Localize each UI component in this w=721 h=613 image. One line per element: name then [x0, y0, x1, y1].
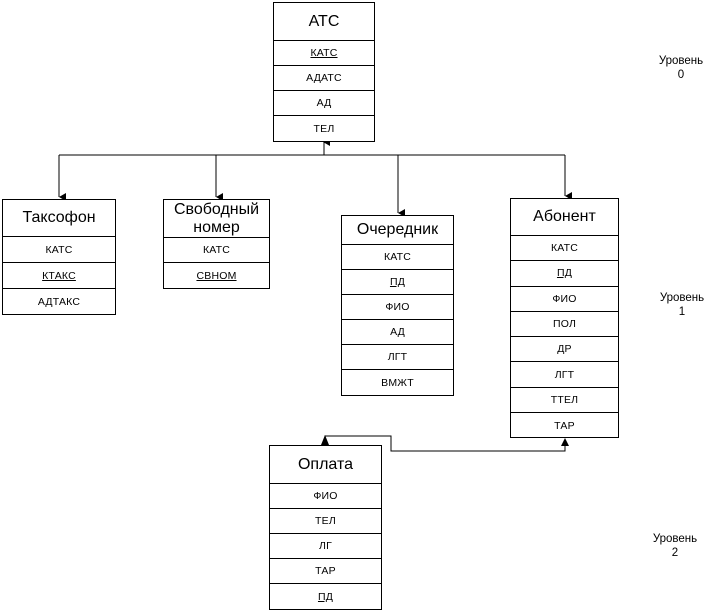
attribute-пол: ПОЛ	[511, 312, 618, 338]
attribute-свном: СВНОМ	[196, 269, 237, 282]
attribute-тар: ТАР	[270, 559, 381, 584]
attribute-катс: КАТС	[164, 238, 269, 263]
attribute-адатс: АДАТС	[274, 66, 374, 91]
attribute-ад: АД	[342, 320, 453, 345]
attribute-пд: ПД	[317, 590, 334, 603]
level-1-label: Уровень 1	[659, 292, 705, 318]
attribute-др: ДР	[511, 337, 618, 363]
entity-title: Таксофон	[3, 200, 115, 237]
entity-title: АТС	[274, 3, 374, 41]
attribute-лг: ЛГ	[270, 534, 381, 559]
attribute-фио: ФИО	[511, 287, 618, 312]
level-2-label: Уровень 2	[652, 533, 698, 559]
attribute-катс: КАТС	[511, 236, 618, 262]
attribute-пд: ПД	[511, 261, 618, 287]
attribute-тар: ТАР	[554, 419, 575, 432]
entity-title: Оплата	[270, 446, 381, 484]
attribute-катс: КАТС	[274, 41, 374, 66]
attribute-ттел: ТТЕЛ	[511, 388, 618, 414]
entity-title: Очередник	[342, 216, 453, 245]
attribute-катс: КАТС	[3, 237, 115, 263]
attribute-фио: ФИО	[270, 484, 381, 509]
attribute-лгт: ЛГТ	[511, 362, 618, 388]
entity-title: Абонент	[511, 199, 618, 236]
attribute-фио: ФИО	[342, 295, 453, 320]
attribute-ктакс: КТАКС	[3, 263, 115, 289]
entity-free-number: Свободный номер КАТС СВНОМ	[163, 199, 270, 289]
attribute-лгт: ЛГТ	[342, 345, 453, 370]
attribute-ад: АД	[274, 91, 374, 116]
attribute-тел: ТЕЛ	[313, 122, 335, 135]
level-0-label: Уровень 0	[658, 55, 704, 81]
attribute-тел: ТЕЛ	[270, 509, 381, 534]
attribute-вмжт: ВМЖТ	[381, 376, 414, 389]
attribute-адтакс: АДТАКС	[37, 296, 81, 308]
attribute-катс: КАТС	[342, 245, 453, 270]
attribute-пд: ПД	[342, 270, 453, 295]
entity-title: Свободный номер	[164, 200, 269, 238]
